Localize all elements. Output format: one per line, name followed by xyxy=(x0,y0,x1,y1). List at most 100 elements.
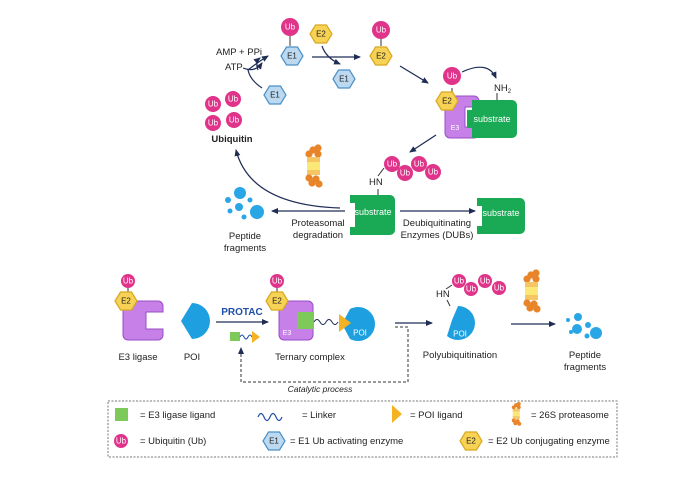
ub-label: Ub xyxy=(428,168,439,177)
ternary-complex: E3 Ub E2 POI xyxy=(265,274,375,341)
atp-label: ATP xyxy=(225,62,243,73)
catalytic-loop-arrow xyxy=(238,326,409,383)
poi-label: POI xyxy=(353,329,367,338)
nh2-label: NH2 xyxy=(494,83,512,95)
hn-label: HN xyxy=(436,289,450,300)
ubiquitin-icon xyxy=(121,274,135,288)
linker-icon xyxy=(257,412,283,422)
e2-to-e3-arrow xyxy=(399,65,429,84)
ternary-complex-label: Ternary complex xyxy=(275,352,345,363)
linker-icon xyxy=(239,334,253,340)
e1-label: E1 xyxy=(269,437,279,446)
ubiquitin-recycle-arrow xyxy=(234,149,341,209)
to-polyub-arrow xyxy=(409,134,437,153)
e1-label: E1 xyxy=(270,91,280,100)
polyubiquitinated-poi: Ub Ub Ub Ub HN POI xyxy=(436,274,506,340)
e3-label: E3 xyxy=(451,125,460,132)
poi-ligand-icon xyxy=(392,405,402,423)
poi-ligand-icon xyxy=(339,314,351,332)
ub-label: Ub xyxy=(387,160,398,169)
e3-ligand-icon xyxy=(230,332,240,341)
poi-shape xyxy=(342,307,375,341)
fragments-label: fragments xyxy=(564,362,606,373)
e1-label: E1 xyxy=(339,75,349,84)
e3-substrate-complex: E3 substrate NH2 Ub E2 xyxy=(435,66,517,139)
ub-label: Ub xyxy=(285,23,296,32)
substrate-shape xyxy=(467,100,517,138)
catalytic-process-label: Catalytic process xyxy=(288,384,353,394)
dub-label-2: Enzymes (DUBs) xyxy=(401,230,474,241)
poi-label: POI xyxy=(184,352,200,363)
ubiquitin-icon xyxy=(114,434,128,448)
ub-e1-complex: Ub E1 xyxy=(280,18,304,66)
e3-ligase-label: E3 ligase xyxy=(118,352,157,363)
legend-poi-ligand: = POI ligand xyxy=(410,410,463,421)
ub-label: Ub xyxy=(208,119,219,128)
ubiquitin-icon xyxy=(270,274,284,288)
dub-label-1: Deubiquitinating xyxy=(403,218,471,229)
free-substrate-shape xyxy=(477,198,525,234)
peptide-fragments-icon xyxy=(225,187,264,220)
hn-label: HN xyxy=(369,177,383,188)
legend: = E3 ligase ligand = Linker = POI ligand… xyxy=(107,400,618,458)
poi-label: POI xyxy=(453,330,467,339)
substrate-label: substrate xyxy=(482,208,519,218)
ub-label: Ub xyxy=(494,284,505,293)
legend-linker: = Linker xyxy=(302,410,336,421)
e3-label: E3 xyxy=(283,330,292,337)
fragments-label: fragments xyxy=(224,243,266,254)
ubiquitination-cycle: Ub E1 E2 E1 Ub E2 AMP + PPi ATP E1 xyxy=(205,18,525,254)
degradation-label: degradation xyxy=(293,230,343,241)
ub-label: Ub xyxy=(376,26,387,35)
proteasome-icon xyxy=(523,269,541,313)
e2-free: E2 xyxy=(309,24,333,44)
ubiquitin-label: Ubiquitin xyxy=(211,134,252,145)
peptide-label: Peptide xyxy=(229,231,261,242)
polyubiquitin-chain: Ub Ub Ub Ub xyxy=(384,156,441,181)
polyubiquitination-label: Polyubiquitination xyxy=(423,350,497,361)
proteasome-icon xyxy=(305,144,323,188)
e2-entry-arrow xyxy=(321,45,341,65)
ub-label: Ub xyxy=(414,160,425,169)
legend-border xyxy=(107,400,618,458)
amp-arrow xyxy=(253,57,261,71)
substrate-shape xyxy=(350,195,395,235)
poi-ligand-icon xyxy=(252,331,260,343)
ub-label: Ub xyxy=(480,277,491,286)
legend-e3-ligand: = E3 ligase ligand xyxy=(140,410,215,421)
poi-shape xyxy=(447,306,475,340)
e2-label: E2 xyxy=(466,437,476,446)
ubiquitin-icon xyxy=(372,21,390,39)
substrate-label: substrate xyxy=(354,207,391,217)
ub-label: Ub xyxy=(228,95,239,104)
peptide-fragments-icon xyxy=(566,313,602,339)
e2-label: E2 xyxy=(376,52,386,61)
legend-proteasome: = 26S proteasome xyxy=(531,410,609,421)
protac-molecule xyxy=(230,331,260,343)
e2-label: E2 xyxy=(121,297,131,306)
ub-label: Ub xyxy=(454,277,465,286)
ub-e2-complex: Ub E2 xyxy=(369,21,393,66)
ub-label: Ub xyxy=(466,285,477,294)
legend-ubiquitin: = Ubiquitin (Ub) xyxy=(140,436,206,447)
amp-ppi-label: AMP + PPi xyxy=(216,47,262,58)
poi-shape xyxy=(181,303,210,339)
ub-label: Ub xyxy=(208,100,219,109)
e1-label: E1 xyxy=(287,52,297,61)
e2-label: E2 xyxy=(272,297,282,306)
e3-ligand-icon xyxy=(297,312,314,329)
ub-label: Ub xyxy=(123,277,134,286)
legend-e1: = E1 Ub activating enzyme xyxy=(290,436,403,447)
ub-label: Ub xyxy=(229,116,240,125)
substrate-label: substrate xyxy=(473,114,510,124)
protac-flow: Ub E2 E3 ligase POI PROTAC E3 Ub E2 xyxy=(114,269,606,394)
activation-arrow xyxy=(247,55,269,89)
legend-e2: = E2 Ub conjugating enzyme xyxy=(488,436,610,447)
atp-arrow xyxy=(242,62,263,71)
ub-label: Ub xyxy=(447,72,458,81)
e3-ligase: Ub E2 xyxy=(114,274,164,341)
ubiquitin-icon xyxy=(443,67,461,85)
ub-label: Ub xyxy=(116,437,127,446)
protac-label: PROTAC xyxy=(221,307,262,318)
